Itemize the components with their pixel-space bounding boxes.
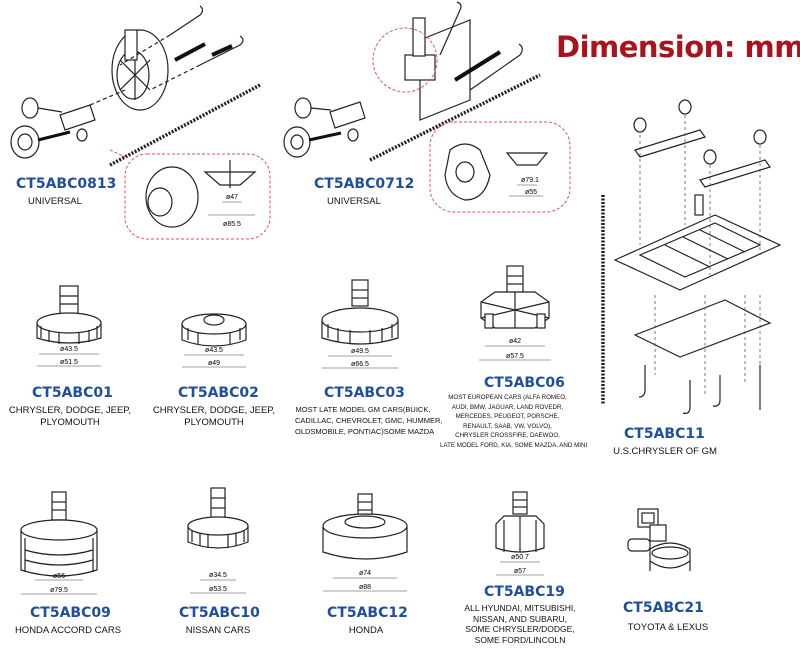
ct5abc0813-desc: UNIVERSAL — [28, 196, 82, 207]
ct5abc11-desc: U.S.CHRYSLER OF GM — [613, 446, 717, 457]
page-title: Dimension: mm — [556, 30, 800, 64]
ct5abc19-dim-outer: ø57 — [514, 568, 526, 575]
ct5abc01-code: CT5ABC01 — [32, 385, 113, 401]
ct5abc10-drawing: ø34.5 ø53.5 — [187, 487, 249, 594]
ct5abc12-dim-outer: ø88 — [359, 584, 371, 591]
ct5abc09-code: CT5ABC09 — [30, 605, 111, 621]
ct5abc0813-dim-inner: ø47 — [226, 194, 238, 201]
ct5abc03-desc: MOST LATE MODEL GM CARS(BUICK, CADILLAC,… — [295, 405, 443, 436]
ct5abc06-dim-inner: ø42 — [509, 338, 521, 345]
ct5abc0712-code: CT5ABC0712 — [314, 176, 415, 192]
ct5abc03-dim-outer: ø66.5 — [351, 361, 369, 368]
ct5abc02-desc: CHRYSLER, DODGE, JEEP, PLYOMOUTH — [152, 405, 276, 428]
ct5abc02-code: CT5ABC02 — [178, 385, 259, 401]
ct5abc09-dim-inner: ø56 — [53, 573, 65, 580]
ct5abc12-drawing: ø74 ø88 — [322, 493, 408, 592]
ct5abc03-code: CT5ABC03 — [324, 385, 405, 401]
ct5abc09-dim-outer: ø79.5 — [50, 587, 68, 594]
ct5abc0712-desc: UNIVERSAL — [327, 196, 381, 207]
ct5abc09-drawing: ø56 ø79.5 — [20, 491, 98, 595]
ct5abc03-drawing: ø49.5 ø66.5 — [321, 279, 399, 369]
ct5abc01-desc: CHRYSLER, DODGE, JEEP, PLYOMOUTH — [8, 405, 132, 428]
ct5abc10-dim-inner: ø34.5 — [209, 572, 227, 579]
ct5abc06-dim-outer: ø57.5 — [506, 353, 524, 360]
ct5abc02-drawing: ø43.5 ø49 — [181, 313, 247, 368]
ct5abc0712-dim-inner: ø79.1 — [521, 177, 539, 184]
ct5abc19-dim-inner: ø50.7 — [511, 554, 529, 561]
ct5abc01-dim-inner: ø43.5 — [60, 346, 78, 353]
ct5abc10-code: CT5ABC10 — [179, 605, 260, 621]
ct5abc02-dim-inner: ø43.5 — [205, 347, 223, 354]
ct5abc06-code: CT5ABC06 — [484, 375, 565, 391]
ct5abc21-desc: TOYOTA & LEXUS — [627, 622, 709, 633]
ct5abc12-code: CT5ABC12 — [327, 605, 408, 621]
ct5abc19-desc: ALL HYUNDAI, MITSUBISHI, NISSAN, AND SUB… — [464, 603, 576, 645]
ct5abc01-dim-outer: ø51.5 — [60, 359, 78, 366]
ct5abc09-desc: HONDA ACCORD CARS — [14, 625, 122, 636]
ct5abc12-dim-inner: ø74 — [359, 570, 371, 577]
ct5abc11-drawing — [601, 99, 782, 414]
ct5abc10-dim-outer: ø53.5 — [209, 586, 227, 593]
ct5abc21-drawing — [627, 508, 691, 571]
ct5abc19-code: CT5ABC19 — [484, 584, 565, 600]
ct5abc03-dim-inner: ø49.5 — [351, 348, 369, 355]
ct5abc0813-drawing: ø47 ø85.5 — [10, 5, 271, 240]
ct5abc02-dim-outer: ø49 — [208, 360, 220, 367]
ct5abc01-drawing: ø43.5 ø51.5 — [36, 285, 102, 367]
ct5abc06-desc: MOST EUROPEAN CARS (ALFA ROMEO, AUDI, BM… — [440, 394, 588, 449]
ct5abc0813-dim-outer: ø85.5 — [223, 221, 241, 228]
ct5abc0712-dim-outer: ø55 — [525, 189, 537, 196]
ct5abc19-drawing: ø50.7 ø57 — [495, 491, 545, 576]
ct5abc21-code: CT5ABC21 — [623, 600, 704, 616]
ct5abc0712-drawing: ø79.1 ø55 — [283, 1, 571, 213]
ct5abc0813-code: CT5ABC0813 — [16, 176, 117, 192]
ct5abc10-desc: NISSAN CARS — [185, 625, 251, 636]
ct5abc06-drawing: ø42 ø57.5 — [479, 265, 551, 361]
ct5abc12-desc: HONDA — [348, 625, 384, 636]
ct5abc11-code: CT5ABC11 — [624, 426, 705, 442]
